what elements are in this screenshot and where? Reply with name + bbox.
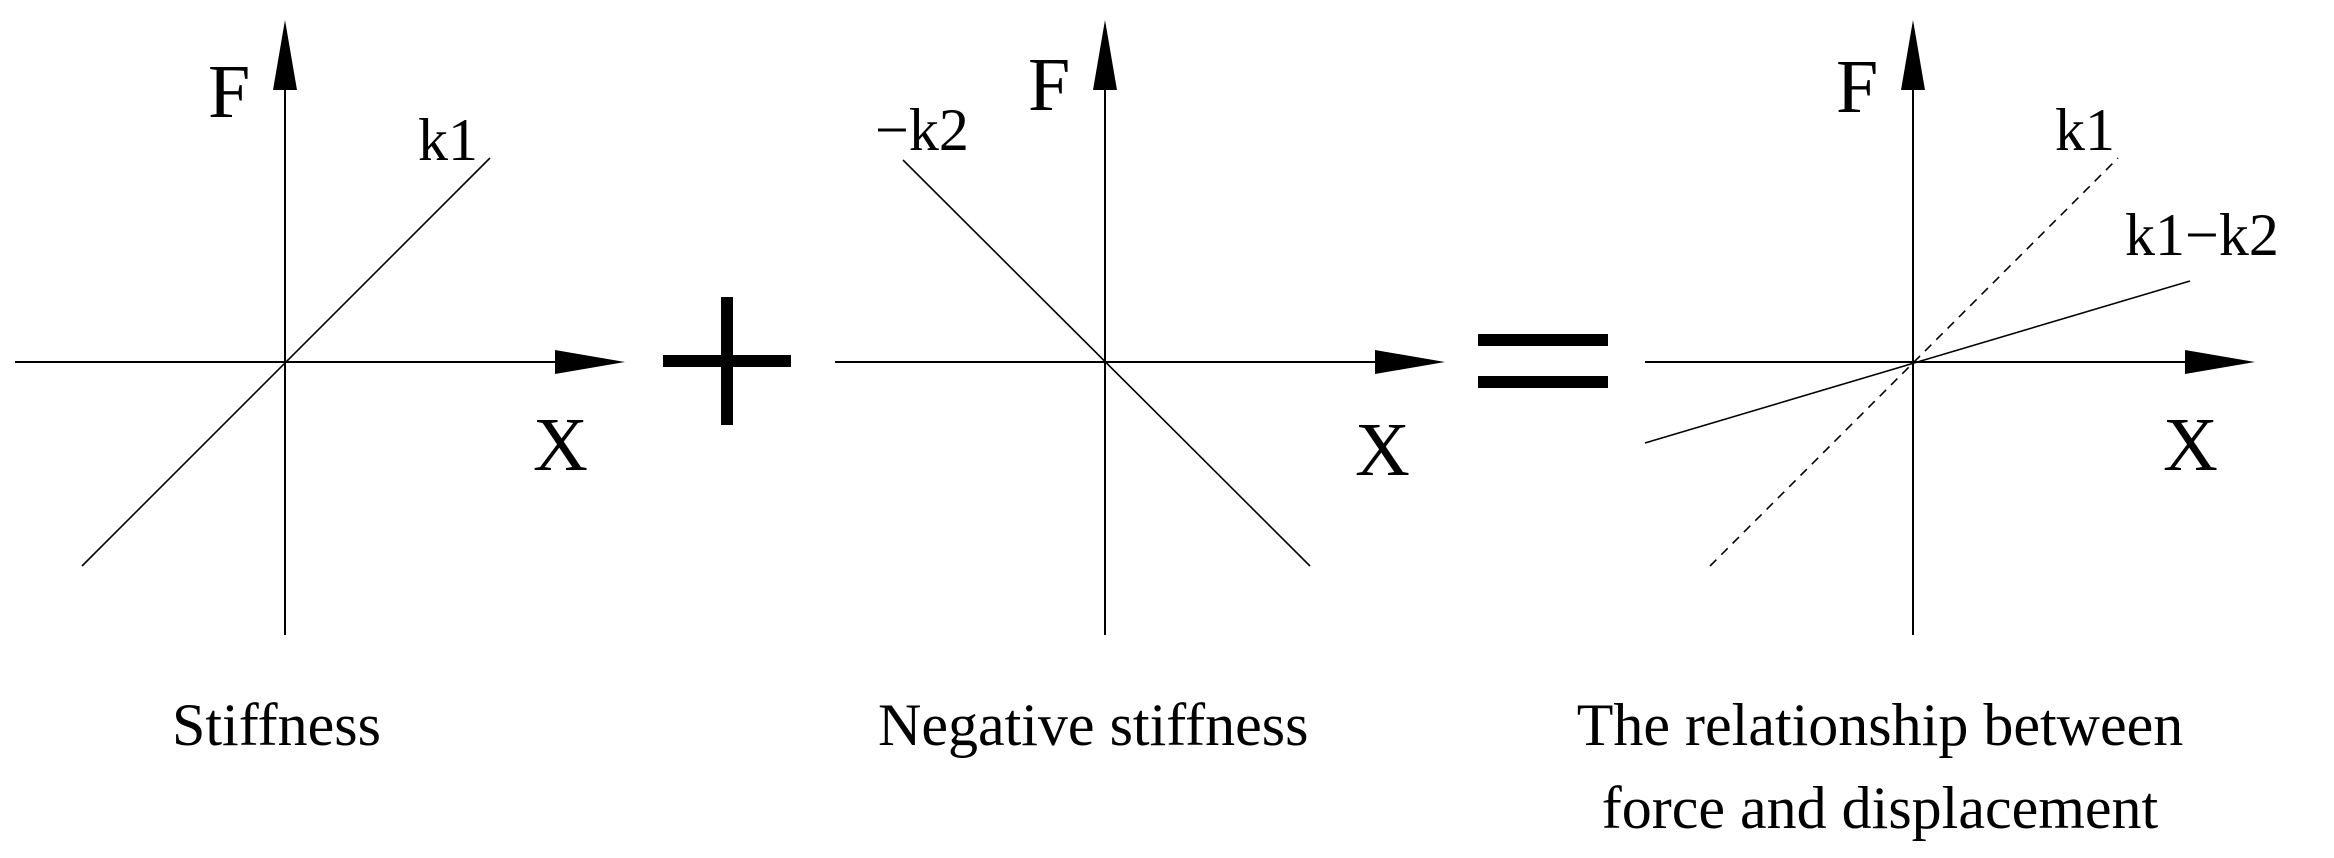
panel-stiffness: F X k1 Stiffness [15,20,625,758]
panel1-y-axis-label: F [208,50,250,134]
panel1-line-k1 [81,157,491,567]
panel2-axes [835,20,1445,635]
panel1-axes [15,20,625,635]
panel3-line-label-k1: k1 [2055,97,2115,163]
panel3-line-k1-minus-k2 [1644,280,2191,444]
panel3-caption-line2: force and displacement [1602,775,2159,841]
panel3-caption-line1: The relationship between [1577,692,2183,758]
panel2-y-arrowhead [1093,20,1117,90]
panel2-y-axis-label: F [1028,43,1070,127]
panel3-x-axis-label: X [2163,403,2218,487]
panel3-y-axis-label: F [1836,45,1878,129]
plus-operator [663,297,791,425]
panel2-caption: Negative stiffness [878,692,1308,758]
panel2-x-axis-label: X [1355,408,1410,492]
equals-operator [1478,334,1608,388]
panel2-line-neg-k2 [902,159,1311,567]
panel3-line-label-k1-minus-k2: k1−k2 [2125,202,2279,268]
panel-relationship: F X k1 k1−k2 The relationship between fo… [1577,20,2279,841]
panel1-x-axis-label: X [533,403,588,487]
panel2-x-arrowhead [1375,350,1445,374]
panel1-x-arrowhead [555,350,625,374]
panel3-line-k1-dashed [1709,157,2119,567]
panel1-y-arrowhead [273,20,297,90]
panel-negative-stiffness: F X −k2 Negative stiffness [835,20,1445,758]
panel3-y-arrowhead [1901,20,1925,90]
panel1-line-label-k1: k1 [418,107,478,173]
panel2-line-label-neg-k2: −k2 [875,97,969,163]
panel3-x-arrowhead [2185,350,2255,374]
panel3-axes [1645,20,2255,635]
panel1-caption: Stiffness [172,692,381,758]
